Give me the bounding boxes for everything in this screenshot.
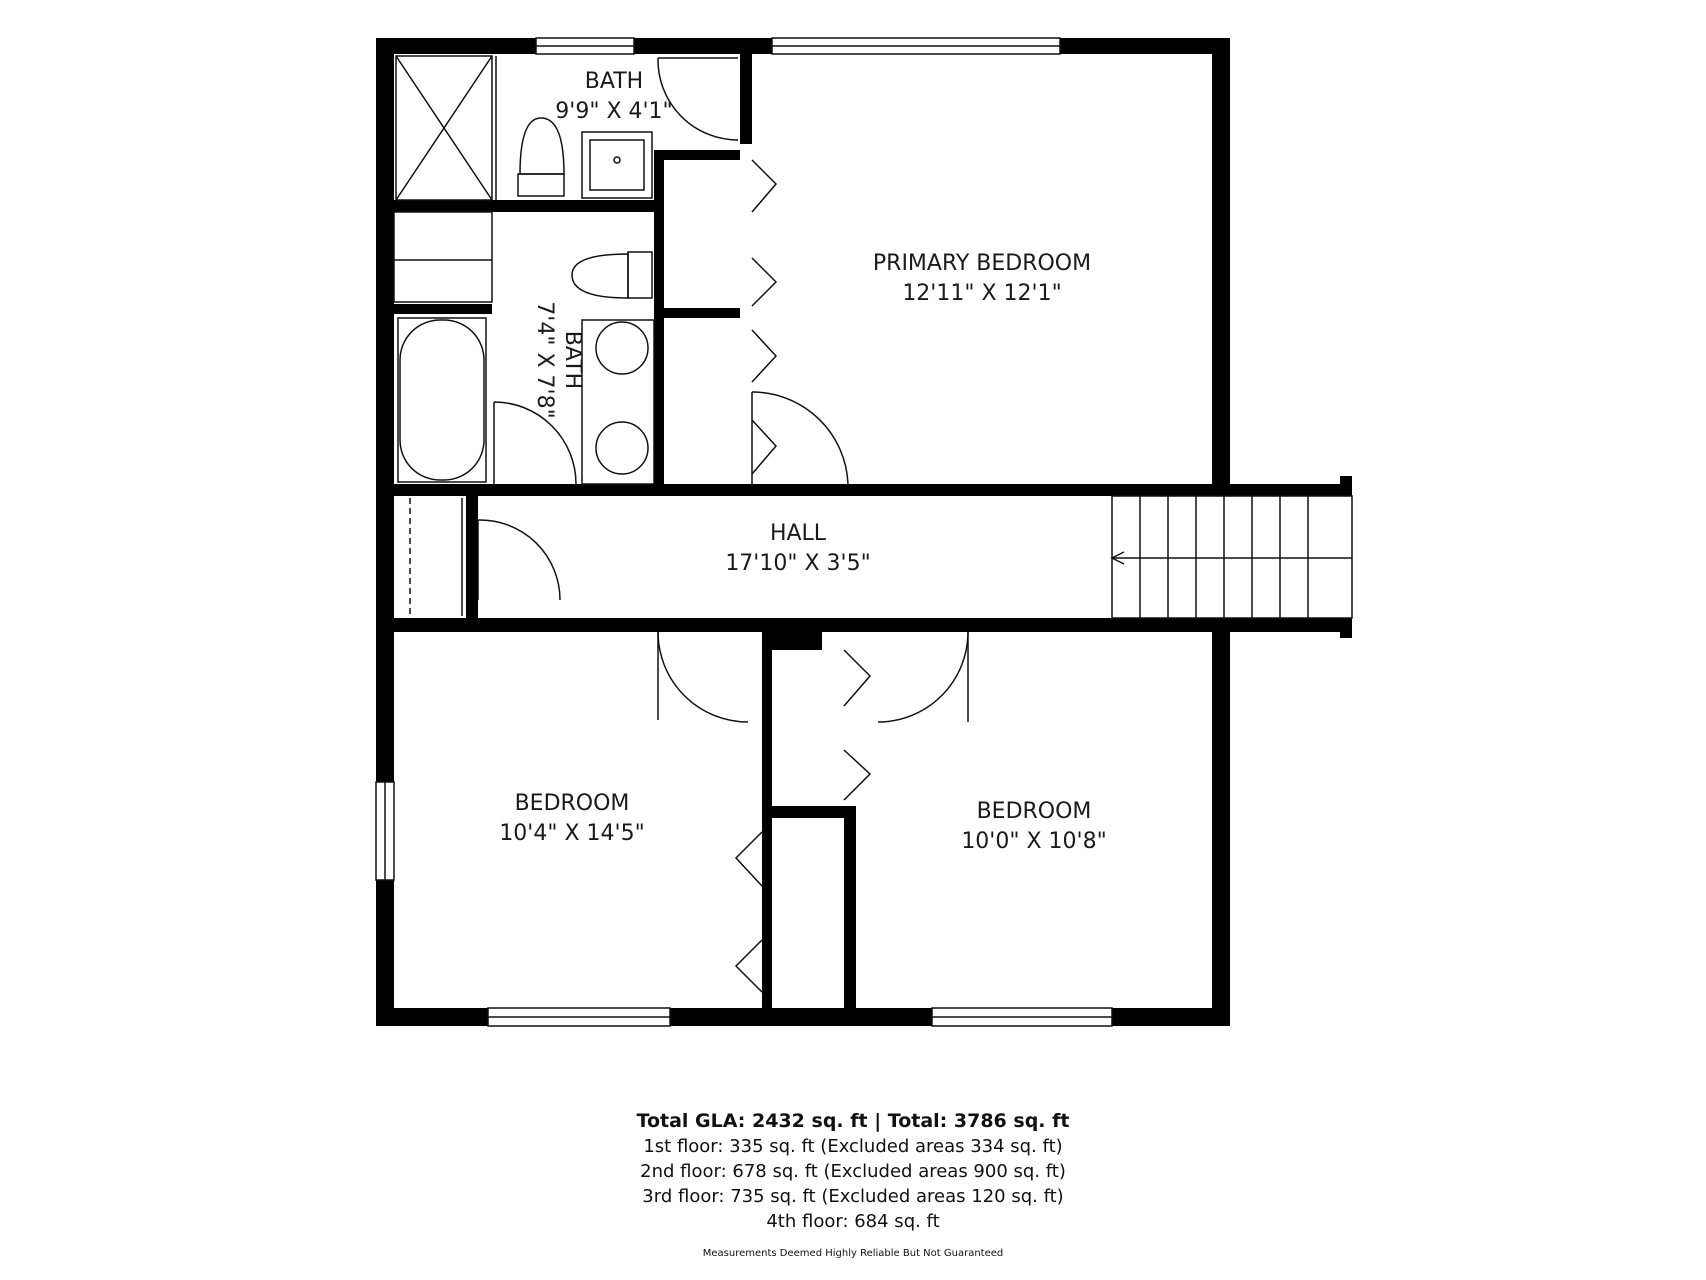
bath-upper-dims: 9'9" X 4'1" — [555, 99, 672, 124]
disclaimer: Measurements Deemed Highly Reliable But … — [702, 1248, 1004, 1259]
total-area: Total GLA: 2432 sq. ft | Total: 3786 sq.… — [636, 1110, 1070, 1132]
bath-lower-dims: 7'4" X 7'8" — [532, 301, 557, 418]
bath-upper-name: BATH — [585, 69, 643, 94]
bedroom-left-dims: 10'4" X 14'5" — [499, 821, 644, 846]
bath-lower-label: BATH 7'4" X 7'8" — [532, 301, 585, 418]
floor-area-4: 4th floor: 684 sq. ft — [766, 1211, 940, 1232]
fixtures — [393, 55, 1353, 619]
hall-name: HALL — [770, 521, 827, 546]
room-labels: BATH 9'9" X 4'1" BATH 7'4" X 7'8" PRIMAR… — [499, 69, 1106, 854]
primary-bedroom-dims: 12'11" X 12'1" — [902, 281, 1061, 306]
bedroom-left-name: BEDROOM — [515, 791, 630, 816]
primary-bedroom-name: PRIMARY BEDROOM — [873, 251, 1091, 276]
bath-lower-name: BATH — [560, 331, 585, 389]
area-summary: Total GLA: 2432 sq. ft | Total: 3786 sq.… — [0, 1108, 1706, 1259]
floor-area-1: 1st floor: 335 sq. ft (Excluded areas 33… — [643, 1136, 1063, 1157]
floor-area-3: 3rd floor: 735 sq. ft (Excluded areas 12… — [642, 1186, 1064, 1207]
doors — [477, 57, 969, 993]
hall-dims: 17'10" X 3'5" — [725, 551, 870, 576]
bedroom-right-dims: 10'0" X 10'8" — [961, 829, 1106, 854]
windows — [375, 37, 1113, 1027]
floor-plan: BATH 9'9" X 4'1" BATH 7'4" X 7'8" PRIMAR… — [375, 37, 1353, 1027]
bedroom-right-name: BEDROOM — [977, 799, 1092, 824]
floor-area-2: 2nd floor: 678 sq. ft (Excluded areas 90… — [640, 1161, 1066, 1182]
